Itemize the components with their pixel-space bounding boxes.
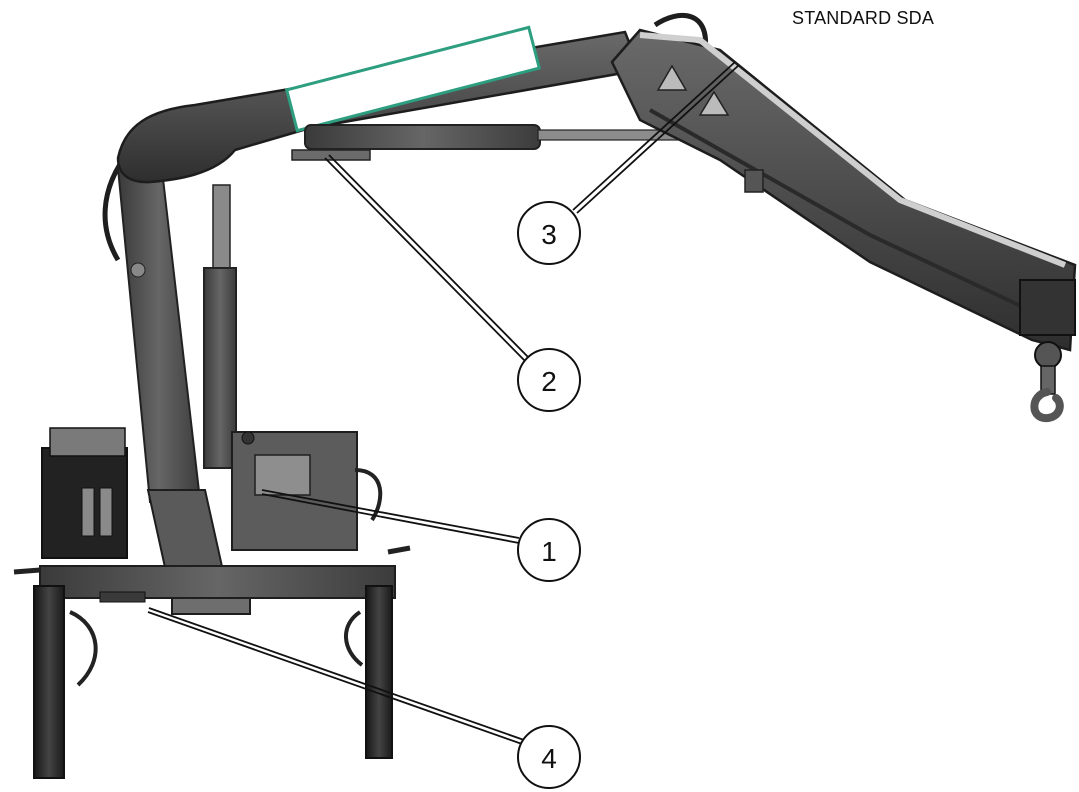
callout-number: 4 — [541, 743, 557, 774]
callout-number: 1 — [541, 536, 557, 567]
valve-label-plate — [254, 454, 311, 496]
crane-column — [116, 166, 202, 504]
callout-leaders — [147, 61, 740, 745]
hook-pulley — [1034, 341, 1062, 369]
leader-line-3 — [572, 61, 736, 211]
outer-boom-extension — [639, 32, 1067, 268]
lift-cylinder-barrel — [203, 267, 237, 469]
stabilizer-beam — [39, 565, 396, 599]
leader-line-4 — [147, 611, 523, 745]
control-lever — [81, 487, 95, 537]
hook-icon — [1030, 388, 1064, 422]
boom-label-highlight — [284, 25, 542, 133]
stabilizer-leg-right — [365, 585, 393, 759]
column-label-disc — [130, 262, 146, 278]
outer-boom — [610, 28, 1077, 352]
boom-bracket — [744, 169, 764, 193]
control-knob — [241, 431, 255, 445]
leader-line-2 — [328, 154, 531, 360]
callout-number: 2 — [541, 366, 557, 397]
boom-end-block — [1019, 279, 1076, 336]
stabilizer-beam-slot — [99, 591, 146, 603]
cylinder-mount — [291, 149, 371, 161]
stabilizer-handle — [13, 567, 41, 575]
warning-sticker — [698, 90, 730, 116]
leader-line-2 — [324, 157, 527, 363]
callout-circle — [517, 725, 581, 789]
diagram-title: STANDARD SDA — [792, 8, 935, 28]
stabilizer-hose — [344, 610, 364, 667]
crane-illustration — [13, 13, 1077, 779]
hydraulic-hose — [653, 13, 708, 51]
stabilizer-hose — [69, 610, 98, 687]
callout-2: 2 — [517, 348, 581, 412]
leader-line-1 — [261, 489, 520, 539]
operator-panel-top — [49, 427, 126, 457]
callout-1: 1 — [517, 518, 581, 582]
warning-sticker — [656, 64, 688, 91]
leader-line-3 — [576, 64, 740, 214]
callout-3: 3 — [517, 201, 581, 265]
callout-circle — [517, 518, 581, 582]
leader-line-1 — [261, 493, 520, 544]
valve-hose — [354, 468, 383, 522]
outer-boom-cylinder — [304, 124, 541, 150]
callout-number: 3 — [541, 219, 557, 250]
lift-cylinder-rod — [212, 184, 231, 276]
stabilizer-leg-left — [33, 585, 65, 779]
stabilizer-handle — [387, 545, 411, 555]
control-lever — [99, 487, 113, 537]
callout-circle — [517, 201, 581, 265]
callout-4: 4 — [517, 725, 581, 789]
outer-boom-extension — [649, 108, 1041, 317]
leader-line-4 — [148, 607, 525, 741]
callout-circle — [517, 348, 581, 412]
